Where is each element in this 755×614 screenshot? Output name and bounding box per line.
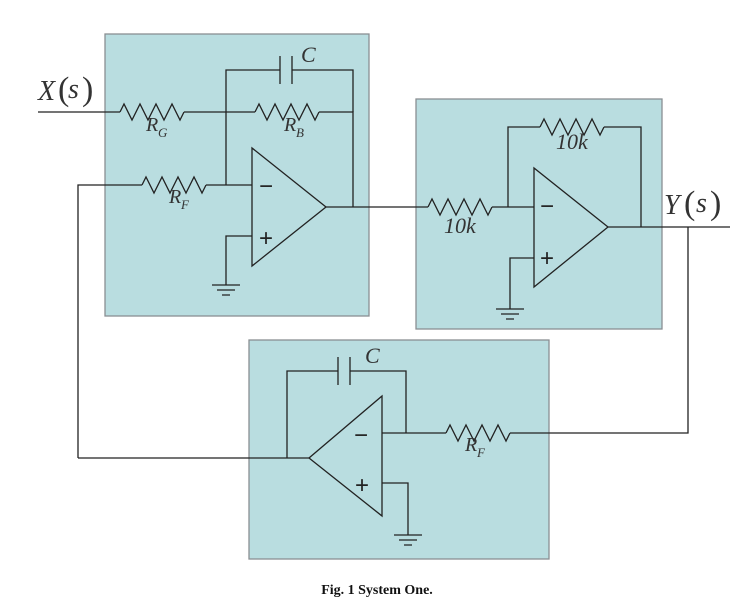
svg-text:): ) <box>710 185 721 222</box>
label-c1: C <box>301 42 316 67</box>
resistor-10k-in <box>427 197 493 217</box>
resistor-rf1 <box>141 175 207 195</box>
label-rb: R B <box>283 114 304 140</box>
label-rg: R G <box>145 114 168 140</box>
label-rf2: R F <box>464 434 486 460</box>
opamp-2 <box>533 166 610 289</box>
svg-text:s: s <box>68 74 79 105</box>
svg-text:F: F <box>180 197 190 212</box>
label-c2: C <box>365 343 380 368</box>
svg-text:R: R <box>145 114 158 136</box>
block-1 <box>104 33 370 317</box>
label-10k-in: 10k <box>444 213 477 238</box>
svg-text:B: B <box>296 125 304 140</box>
opamp-2-minus: − <box>540 193 554 220</box>
svg-text:(: ( <box>58 71 69 108</box>
opamp-3 <box>307 394 383 518</box>
opamp-1-plus: + <box>259 225 273 252</box>
svg-text:X: X <box>37 76 56 107</box>
opamp-1-minus: − <box>259 173 273 200</box>
resistor-rg <box>119 102 185 122</box>
figure-caption: Fig. 1 System One. <box>321 583 433 598</box>
ground-icon <box>496 308 524 320</box>
label-x-of-s: X ( s ) <box>37 71 93 108</box>
svg-text:(: ( <box>684 185 695 222</box>
resistor-rb <box>254 102 320 122</box>
svg-text:F: F <box>476 445 486 460</box>
label-10k-fb: 10k <box>556 129 589 154</box>
opamp-3-minus: − <box>354 422 368 449</box>
svg-text:): ) <box>82 71 93 108</box>
opamp-1 <box>251 146 328 268</box>
svg-text:s: s <box>696 188 707 219</box>
svg-text:R: R <box>168 186 181 208</box>
ground-icon <box>394 534 422 546</box>
svg-text:Y: Y <box>664 190 683 221</box>
opamp-3-plus: + <box>355 472 369 499</box>
resistor-10k-fb <box>539 117 605 137</box>
label-y-of-s: Y ( s ) <box>664 185 721 222</box>
block-3 <box>248 339 550 560</box>
label-rf1: R F <box>168 186 190 212</box>
svg-text:R: R <box>283 114 296 136</box>
resistor-rf2 <box>445 423 511 443</box>
svg-text:R: R <box>464 434 477 456</box>
ground-icon <box>212 284 240 296</box>
opamp-2-plus: + <box>540 245 554 272</box>
svg-text:G: G <box>158 125 168 140</box>
